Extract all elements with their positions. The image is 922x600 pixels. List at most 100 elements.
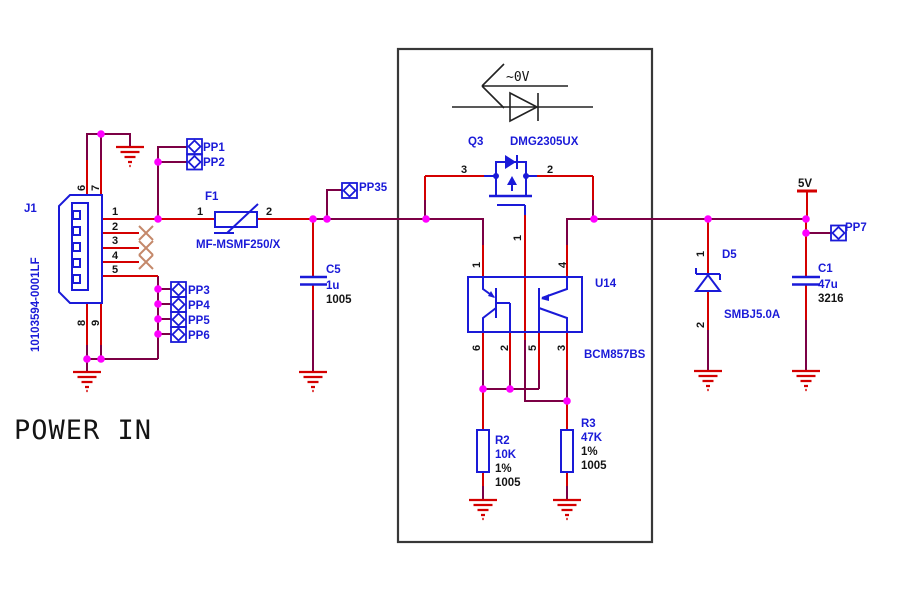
j1-ref-label: J1 <box>24 203 37 215</box>
testpoint-pp4[interactable] <box>170 296 187 313</box>
wire-j1-bottom <box>86 345 158 372</box>
wire-pp12 <box>157 146 187 219</box>
f1-ref-label: F1 <box>205 191 219 203</box>
diode-d5[interactable] <box>694 268 722 292</box>
c5-ref-label: C5 <box>326 264 341 276</box>
u14-ref-label: U14 <box>595 278 617 290</box>
j1-pin3-label: 3 <box>112 235 118 247</box>
q3-ref-label: Q3 <box>468 136 483 148</box>
no-connect-icon <box>138 254 154 270</box>
ground-icon <box>467 498 499 521</box>
wire-c1-lower <box>805 232 831 371</box>
j1-pin6-label: 6 <box>76 185 88 191</box>
testpoint-pp2[interactable] <box>186 153 203 171</box>
ground-icon <box>71 370 103 393</box>
pp3-label: PP3 <box>188 285 210 297</box>
j1-pin7-label: 7 <box>90 185 102 191</box>
no-connect-icon <box>138 225 154 241</box>
f1-pin2-label: 2 <box>266 206 272 218</box>
d5-pin2-label: 2 <box>695 322 707 328</box>
d5-part-label: SMBJ5.0A <box>724 309 780 321</box>
net-5v-label: 5V <box>798 178 812 190</box>
diode-annotation-icon <box>452 91 593 123</box>
wire-r-lower <box>482 486 568 500</box>
j1-pin5-label: 5 <box>112 264 118 276</box>
r2-value-label: 10K <box>495 449 517 461</box>
c5-footprint-label: 1005 <box>326 294 352 306</box>
q3-pin3-label: 3 <box>461 164 467 176</box>
testpoint-pp3[interactable] <box>170 281 187 298</box>
capacitor-c5[interactable] <box>300 275 327 286</box>
power-switch-block-outline <box>396 47 654 544</box>
resistor-r2[interactable] <box>476 429 490 473</box>
wire-main-bus <box>313 218 806 245</box>
testpoint-pp1[interactable] <box>186 138 203 155</box>
u14-pin6-label: 6 <box>471 345 483 351</box>
resistor-r3[interactable] <box>560 429 574 473</box>
wire-q3-drops <box>424 200 594 219</box>
ground-icon <box>692 369 724 392</box>
voltage-note-label: ~0V <box>506 70 530 85</box>
j1-pin8-label: 8 <box>76 320 88 326</box>
capacitor-c1[interactable] <box>792 275 820 286</box>
u14-pin4-label: 4 <box>557 261 569 268</box>
d5-pin1-label: 1 <box>695 251 707 257</box>
c1-value-label: 47u <box>818 279 838 291</box>
ground-icon <box>297 370 329 393</box>
testpoint-pp6[interactable] <box>170 326 187 343</box>
pp1-label: PP1 <box>203 142 225 154</box>
q3-pin2-label: 2 <box>547 164 553 176</box>
pp2-label: PP2 <box>203 157 225 169</box>
j1-pin2-label: 2 <box>112 221 118 233</box>
r3-ref-label: R3 <box>581 418 596 430</box>
r2-footprint-label: 1005 <box>495 477 521 489</box>
pp7-label: PP7 <box>845 222 867 234</box>
labels: J1 10103594-0001LF 1 2 3 4 5 6 7 8 9 PP1… <box>14 136 867 489</box>
fuse-f1[interactable] <box>214 203 259 234</box>
u14-pin1-label: 1 <box>471 262 483 268</box>
pp6-label: PP6 <box>188 330 210 342</box>
junction-dots <box>83 130 810 405</box>
no-connect-icon <box>138 240 154 256</box>
f1-pin1-label: 1 <box>197 206 203 218</box>
wire-u14-lower <box>482 340 568 402</box>
testpoint-pp35[interactable] <box>341 182 358 199</box>
u14-pin3-label: 3 <box>556 345 568 351</box>
current-flow-annotation: ~0V <box>452 63 593 123</box>
r2-tolerance-label: 1% <box>495 463 512 475</box>
u14-part-label: BCM857BS <box>584 349 646 361</box>
pp4-label: PP4 <box>188 300 210 312</box>
r2-ref-label: R2 <box>495 435 510 447</box>
r3-value-label: 47K <box>581 432 603 444</box>
j1-part-label: 10103594-0001LF <box>30 257 42 352</box>
connector-j1[interactable] <box>58 194 103 304</box>
d5-ref-label: D5 <box>722 249 737 261</box>
testpoint-pp7[interactable] <box>830 224 847 242</box>
u14-pin2-label: 2 <box>499 345 511 351</box>
no-connect-marks <box>138 225 154 270</box>
q3-pin1-label: 1 <box>512 235 524 241</box>
q3-part-label: DMG2305UX <box>510 136 579 148</box>
u14-pin5-label: 5 <box>527 345 539 351</box>
r3-footprint-label: 1005 <box>581 460 607 472</box>
j1-pin1-label: 1 <box>112 206 118 218</box>
c1-ref-label: C1 <box>818 263 833 275</box>
j1-pin4-label: 4 <box>112 250 119 262</box>
testpoint-pp5[interactable] <box>170 311 187 328</box>
schematic-title: POWER IN <box>14 415 152 446</box>
c5-value-label: 1u <box>326 280 339 292</box>
mosfet-q3[interactable] <box>484 155 537 215</box>
ground-icon <box>790 369 822 392</box>
ground-icon <box>551 498 583 521</box>
c1-footprint-label: 3216 <box>818 293 844 305</box>
wire-j1-top <box>86 133 131 160</box>
wire-pp35 <box>326 189 342 219</box>
ground-icon <box>114 145 146 168</box>
pp5-label: PP5 <box>188 315 210 327</box>
f1-part-label: MF-MSMF250/X <box>196 239 281 251</box>
r3-tolerance-label: 1% <box>581 446 598 458</box>
transistor-u14[interactable] <box>467 276 583 333</box>
arrow-left-icon <box>481 63 568 109</box>
